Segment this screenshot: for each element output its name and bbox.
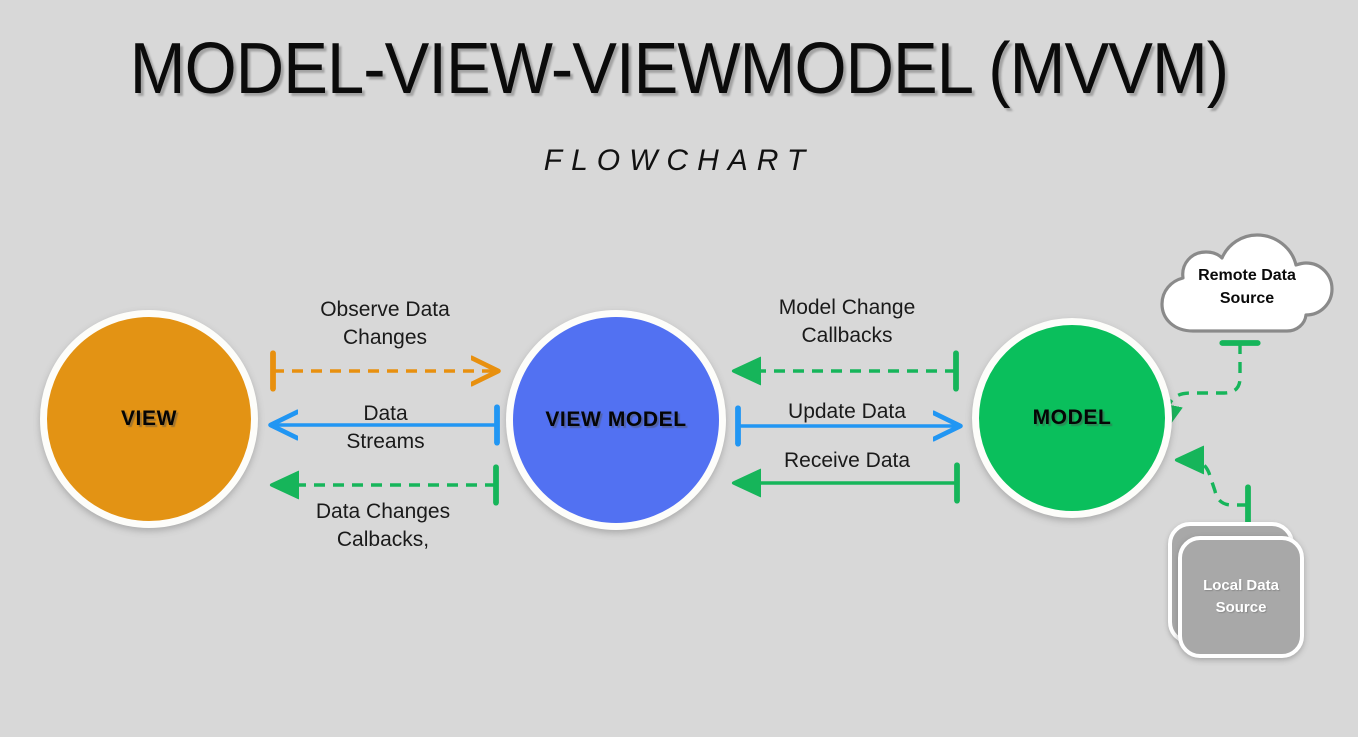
node-model[interactable]: MODEL: [972, 318, 1172, 518]
connector-local-to-model: [1180, 460, 1248, 505]
node-view-model[interactable]: VIEW MODEL: [506, 310, 726, 530]
page-subtitle: FLOWCHART: [543, 144, 815, 177]
page-title: MODEL-VIEW-VIEWMODEL (MVVM): [129, 29, 1229, 109]
node-remote-data-source[interactable]: Remote Data Source: [1152, 228, 1342, 348]
label-receive-data: Receive Data: [783, 449, 911, 472]
node-view[interactable]: VIEW: [40, 310, 258, 528]
node-view-model-label: VIEW MODEL: [545, 408, 687, 431]
local-source-front-card: Local Data Source: [1178, 536, 1304, 658]
node-local-data-source-label: Local Data Source: [1203, 577, 1279, 616]
label-data-changes-calbacks: Data Changes Calbacks,: [315, 500, 451, 552]
label-observe-data-changes: Observe Data Changes: [320, 298, 450, 350]
node-local-data-source[interactable]: Local Data Source: [1160, 520, 1315, 660]
label-model-change-callbacks: Model Change Callbacks: [778, 296, 916, 348]
connector-remote-to-model: [1164, 343, 1240, 428]
cloud-icon: [1160, 233, 1334, 333]
node-model-label: MODEL: [1032, 406, 1112, 429]
label-data-streams: Data Streams: [346, 402, 425, 454]
label-update-data: Update Data: [788, 400, 906, 423]
node-remote-data-source-label: Remote Data Source: [1198, 267, 1296, 308]
node-view-label: VIEW: [120, 407, 178, 430]
